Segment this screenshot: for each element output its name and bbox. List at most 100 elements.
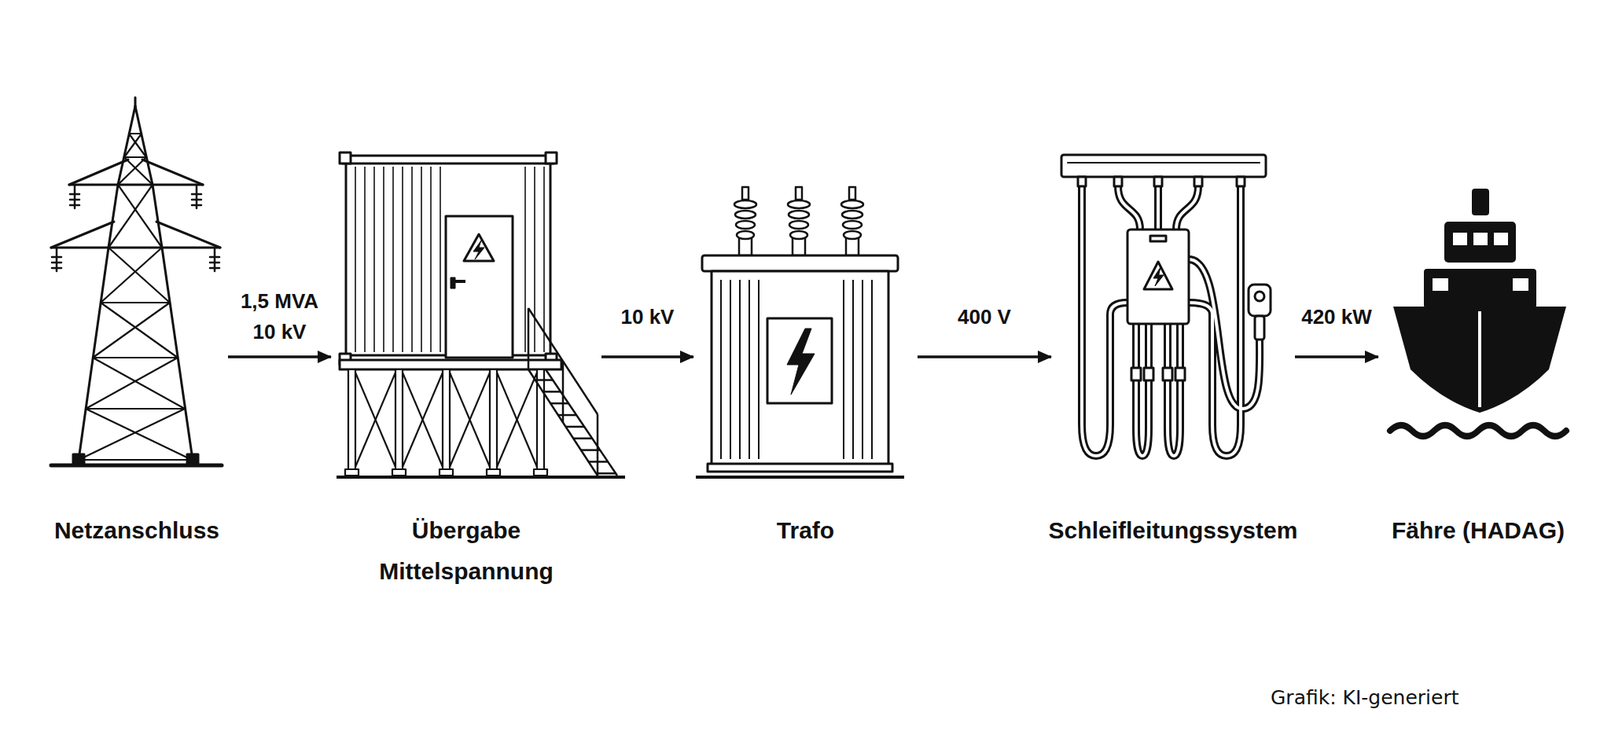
substation-container-drawing-part-part bbox=[439, 166, 442, 353]
transformer-drawing-part-part bbox=[790, 231, 808, 240]
pylon-drawing-part-part bbox=[108, 246, 162, 249]
ferry-icon-part bbox=[1444, 221, 1516, 263]
conductor-rail-drawing-part-part bbox=[1136, 380, 1149, 457]
pylon-drawing-part bbox=[51, 246, 221, 250]
substation-container-drawing-part bbox=[342, 155, 554, 164]
pylon-drawing-part bbox=[142, 159, 203, 185]
pylon-drawing-part-part bbox=[85, 357, 178, 409]
substation-container-drawing-part-part bbox=[364, 166, 366, 353]
substation-container-drawing-part-part bbox=[355, 372, 396, 468]
pylon-drawing-part-part bbox=[51, 267, 62, 270]
conductor-rail-drawing-part bbox=[1254, 291, 1265, 302]
conductor-rail-drawing-part bbox=[1153, 267, 1164, 287]
flow-arrow bbox=[917, 355, 1052, 359]
substation-container-drawing-part-part bbox=[566, 426, 585, 429]
ferry-icon-part bbox=[1512, 278, 1529, 291]
substation-container-drawing-part-part bbox=[373, 166, 376, 353]
transformer-drawing-part-part bbox=[742, 187, 749, 200]
conductor-rail-drawing-part-part bbox=[1167, 380, 1181, 457]
conductor-rail-drawing-part bbox=[1254, 316, 1265, 340]
conductor-rail-drawing-part-part bbox=[1188, 259, 1260, 409]
transformer-drawing-part bbox=[707, 463, 893, 472]
pylon-drawing-part-part bbox=[85, 408, 185, 410]
pylon-drawing-part bbox=[51, 463, 222, 468]
conductor-rail-drawing-part bbox=[1067, 161, 1260, 164]
transformer-drawing-part-part bbox=[739, 279, 741, 460]
transformer-drawing-part-part bbox=[842, 279, 845, 460]
pylon-drawing-part-part bbox=[92, 357, 185, 409]
conductor-rail-drawing-part-part bbox=[1188, 259, 1260, 409]
transformer-drawing-part-part bbox=[729, 279, 732, 460]
substation-container-drawing-part bbox=[450, 277, 456, 289]
pylon-drawing-part-part bbox=[124, 157, 153, 185]
conductor-rail-drawing-part bbox=[1081, 186, 1260, 457]
pylon-drawing-part-part bbox=[92, 302, 170, 358]
substation-container-drawing-part-part bbox=[533, 469, 548, 476]
transformer-drawing-part-part bbox=[843, 231, 861, 240]
substation-container-drawing-part bbox=[445, 216, 513, 358]
credit-note: Grafik: KI-generiert bbox=[1270, 684, 1460, 713]
pylon-drawing-part-part bbox=[209, 256, 220, 259]
substation-container-drawing-part bbox=[339, 152, 351, 164]
pylon-drawing-part-part bbox=[100, 301, 170, 304]
ferry-icon-part bbox=[1471, 188, 1490, 216]
pylon-drawing-part bbox=[156, 221, 221, 248]
conductor-rail-drawing-part-part bbox=[1136, 323, 1181, 370]
ferry-icon-part bbox=[1390, 425, 1567, 437]
substation-container-drawing-part bbox=[473, 240, 485, 260]
pylon-drawing-part bbox=[78, 133, 192, 460]
illustration-node: Fähre (HADAG) bbox=[1383, 183, 1573, 552]
conductor-rail-drawing-part bbox=[1150, 235, 1166, 242]
transformer-drawing-part-part bbox=[842, 220, 862, 229]
conductor-rail-drawing-part bbox=[1143, 261, 1173, 290]
substation-container-drawing-part-part bbox=[430, 166, 432, 353]
substation-container-drawing-part-part bbox=[402, 372, 443, 468]
node-caption: Fähre (HADAG) bbox=[1391, 510, 1565, 552]
ferry-icon-part bbox=[1452, 232, 1468, 246]
substation-container-drawing-part-part bbox=[527, 308, 530, 370]
pylon-drawing-part-part bbox=[124, 133, 142, 158]
transformer-drawing-part-part bbox=[787, 200, 810, 209]
pylon-drawing-part-part bbox=[128, 132, 142, 135]
substation-container-drawing-part-part bbox=[595, 472, 616, 475]
conductor-rail-drawing-part bbox=[1154, 176, 1163, 187]
illustration-area bbox=[336, 153, 596, 511]
substation-container-drawing-part-part bbox=[542, 390, 561, 394]
pylon-drawing-part bbox=[51, 184, 220, 272]
pylon-drawing-part-part bbox=[51, 261, 62, 265]
ferry-icon-part bbox=[1393, 306, 1567, 413]
ferry-icon-part bbox=[1478, 311, 1482, 408]
substation-container-drawing-part bbox=[463, 234, 494, 262]
conductor-rail-drawing-part-part bbox=[1167, 380, 1181, 457]
pylon-drawing-part-part bbox=[117, 157, 147, 185]
illustration-node: Schleifleitungssystem bbox=[1044, 153, 1303, 552]
illustration-node: Übergabe Mittelspannung bbox=[336, 153, 596, 593]
substation-container-drawing-part-part bbox=[354, 166, 357, 353]
pylon-drawing-part bbox=[51, 221, 115, 248]
illustration-node: Netzanschluss bbox=[50, 102, 225, 552]
pylon-drawing-part-part bbox=[100, 302, 178, 358]
transformer-drawing-part-part bbox=[720, 279, 722, 460]
conductor-rail-drawing-part bbox=[1131, 367, 1141, 381]
conductor-rail-drawing-part-part bbox=[1136, 323, 1181, 370]
conductor-rail-drawing-part bbox=[1248, 284, 1271, 317]
substation-container-drawing-part-part bbox=[345, 469, 359, 476]
substation-container-drawing-part-part bbox=[348, 369, 356, 471]
flow-arrow bbox=[1294, 355, 1379, 359]
pylon-drawing-part bbox=[187, 454, 199, 464]
node-caption: Netzanschluss bbox=[54, 510, 220, 552]
transformer-drawing-part bbox=[767, 318, 832, 404]
conductor-rail-drawing-part bbox=[1114, 176, 1122, 187]
transformer-drawing-part-part bbox=[748, 279, 751, 460]
substation-container-drawing-part bbox=[345, 369, 548, 476]
substation-container-drawing-part-part bbox=[411, 166, 413, 353]
substation-container-drawing-part-part bbox=[401, 166, 404, 353]
substation-container-drawing-part-part bbox=[545, 369, 618, 476]
ferry-icon-part bbox=[1432, 278, 1449, 291]
pylon-drawing-part-part bbox=[209, 261, 220, 265]
pylon-drawing bbox=[51, 97, 222, 466]
ferry-icon-part bbox=[1493, 232, 1509, 246]
pylon-drawing-part-part bbox=[117, 183, 153, 186]
conductor-rail-drawing-part-part bbox=[1118, 186, 1199, 230]
